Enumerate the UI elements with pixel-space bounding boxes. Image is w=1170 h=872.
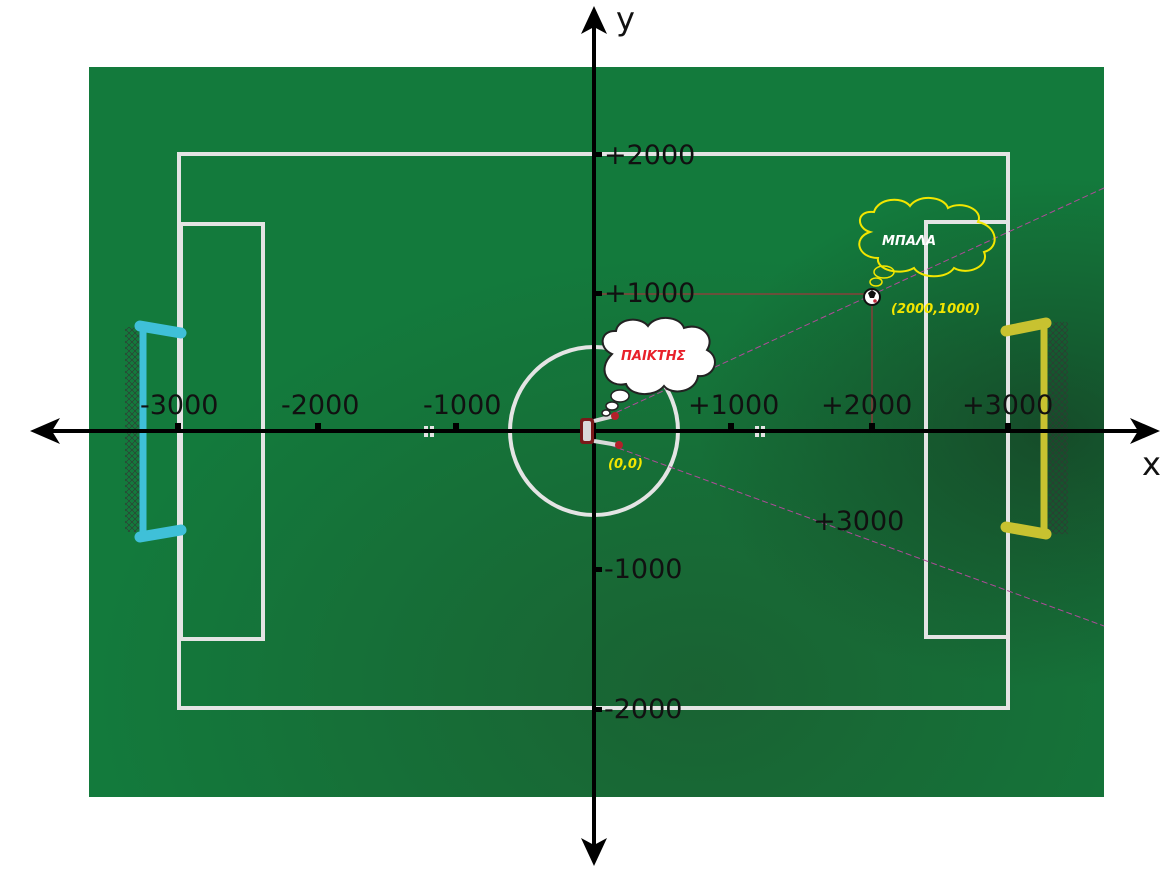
right-goal-net [1048, 322, 1068, 534]
ball-cloud [858, 197, 996, 278]
diagonal-distance-label: +3000 [813, 506, 904, 537]
tick-marks [175, 152, 1011, 712]
y-tick-label: +1000 [604, 278, 695, 309]
x-tick [315, 423, 321, 429]
x-tick [453, 423, 459, 429]
player-hand-lower [615, 441, 623, 449]
left-goal-crossbar-top [134, 320, 187, 339]
ball-guide-lines [594, 293, 873, 431]
ball-patch [868, 290, 876, 298]
x-tick-label: -1000 [423, 390, 501, 421]
y-tick [596, 707, 602, 712]
y-tick-label: +2000 [604, 140, 695, 171]
x-axis-arrow-left [30, 418, 60, 444]
player-cloud-tail-2 [605, 401, 619, 411]
y-tick [596, 567, 602, 572]
player-hand-upper [611, 412, 619, 420]
x-tick [1005, 423, 1011, 429]
x-tick [175, 423, 181, 429]
x-tick-label: -2000 [281, 390, 359, 421]
y-axis-arrow-bottom [581, 838, 607, 866]
y-axis-name: y [616, 0, 635, 38]
x-tick-label: +2000 [821, 390, 912, 421]
ball-thought-bubble: ΜΠΑΛΑ [858, 197, 996, 287]
ball-bubble-label: ΜΠΑΛΑ [882, 234, 936, 249]
player-robot [580, 412, 623, 449]
player-cloud-tail-1 [610, 389, 630, 403]
y-tick [596, 291, 602, 296]
x-axis-arrow-right [1130, 418, 1160, 444]
x-tick [869, 423, 875, 429]
x-tick-label: +1000 [688, 390, 779, 421]
left-goal-crossbar-bottom [134, 524, 187, 543]
right-goal-crossbar-bottom [1000, 521, 1052, 540]
player-cloud [601, 317, 716, 395]
view-line-lower [609, 444, 1105, 627]
player-bubble-label: ΠΑΙΚΤΗΣ [621, 349, 686, 364]
y-tick-label: -2000 [604, 694, 682, 725]
y-tick [596, 152, 602, 157]
player-thought-bubble: ΠΑΙΚΤΗΣ [601, 317, 716, 417]
right-goal-crossbar-top [1000, 317, 1052, 337]
player-coordinates: (0,0) [608, 457, 643, 472]
ball-cloud-tail-1 [873, 265, 895, 279]
player-body-highlight [583, 421, 591, 441]
ball-cloud-tail-2 [869, 277, 883, 287]
x-tick [728, 423, 734, 429]
ball [863, 288, 881, 306]
player-cloud-tail-3 [601, 409, 611, 417]
y-tick-label: -1000 [604, 554, 682, 585]
x-tick-label: -3000 [140, 390, 218, 421]
ball-coordinates: (2000,1000) [891, 302, 980, 317]
x-axis-name: x [1142, 445, 1161, 483]
y-axis-arrow-top [581, 6, 607, 34]
x-tick-label: +3000 [962, 390, 1053, 421]
player-arm-lower [593, 439, 619, 447]
ball-mark [873, 299, 877, 303]
player-arm-upper [593, 414, 615, 423]
